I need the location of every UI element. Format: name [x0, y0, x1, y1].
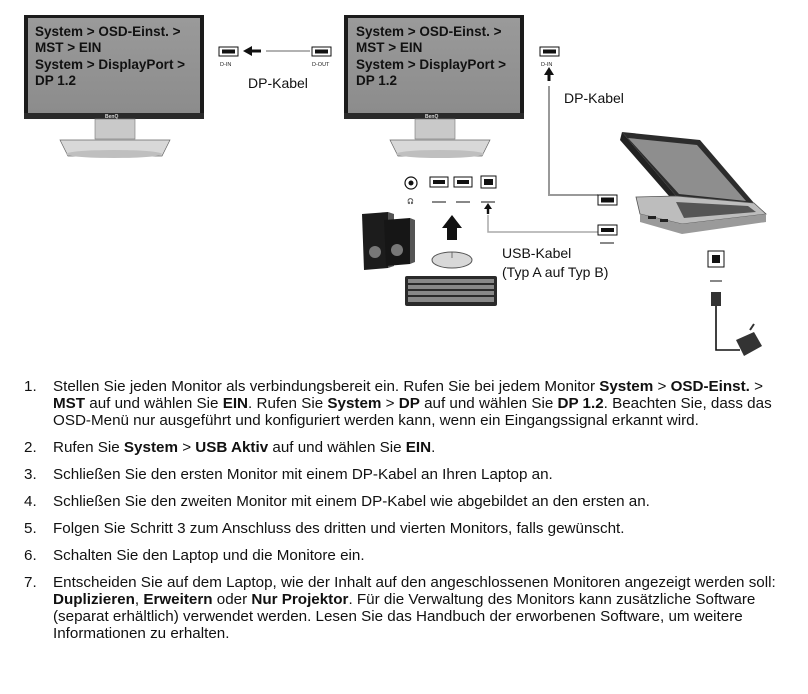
step-text-part: >	[653, 378, 671, 395]
step-number: 6.	[24, 547, 37, 564]
step-text-bold: OSD-Einst.	[670, 378, 750, 395]
monitor-1-dp-in-label: D-IN	[220, 62, 231, 68]
instruction-list: 1. Stellen Sie jeden Monitor als verbindu…	[24, 378, 784, 652]
step-text-part: auf und wählen Sie	[419, 395, 558, 412]
monitor-1-logo: BenQ	[105, 114, 118, 120]
monitor-2-dp-in-port: D-IN	[539, 46, 560, 68]
up-arrow-icon	[484, 203, 492, 214]
step-text-bold: USB Aktiv	[195, 439, 269, 456]
monitor-1-dp-out-label: D-OUT	[312, 62, 330, 68]
dp-cable-label-1: DP-Kabel	[248, 75, 308, 91]
step-number: 2.	[24, 439, 37, 456]
step-text-part: Entscheiden Sie auf dem Laptop, wie der …	[53, 574, 776, 591]
monitor-2-logo: BenQ	[425, 114, 438, 120]
step-text-bold: System	[327, 395, 382, 412]
step-text-bold: Erweitern	[143, 591, 213, 608]
monitor-2-osd-line-2: MST > EIN	[356, 40, 422, 55]
monitor-1-dp-in-port: D-IN	[218, 46, 239, 68]
usb-upstream-port	[480, 175, 497, 189]
step-text-bold: System	[123, 439, 178, 456]
step-text-bold: MST	[53, 395, 86, 412]
up-arrow-icon	[442, 215, 462, 240]
laptop-usb-port	[597, 224, 618, 236]
step-item: 2. Rufen Sie System > USB Aktiv auf und w…	[24, 439, 784, 456]
speakers	[362, 212, 415, 270]
step-text-part: Rufen Sie	[53, 439, 124, 456]
step-text-part: Stellen Sie jeden Monitor als verbindung…	[53, 378, 600, 395]
connection-diagram: BenQ System > OSD-Einst. > MST > EIN Sys…	[24, 15, 767, 356]
step-text-part: .	[431, 439, 436, 456]
step-text-bold: DP	[398, 395, 420, 412]
usb-cable	[487, 215, 598, 233]
monitor-1-osd-line-4: DP 1.2	[35, 73, 76, 88]
step-item: 6. Schalten Sie den Laptop und die Monito…	[24, 547, 784, 564]
step-text-part: . Für die Verwaltung des Monitors kann z…	[53, 591, 756, 642]
laptop	[620, 132, 767, 234]
usb-downstream-port-1	[429, 176, 449, 188]
monitor-1-osd-line-2: MST > EIN	[35, 40, 101, 55]
step-text: Entscheiden Sie auf dem Laptop, wie der …	[53, 574, 784, 642]
monitor-1-osd-line-3: System > DisplayPort >	[35, 57, 185, 72]
audio-port-icon: 🎧	[404, 176, 418, 205]
step-text: Rufen Sie System > USB Aktiv auf und wäh…	[53, 439, 784, 456]
step-text-part: . Beachten Sie, dass das OSD-Menü nur au…	[53, 395, 772, 429]
step-item: 4. Schließen Sie den zweiten Monitor mit …	[24, 493, 784, 510]
step-text-part: auf und wählen Sie	[268, 439, 406, 456]
step-text-bold: EIN	[222, 395, 249, 412]
step-text-part: oder	[212, 591, 252, 608]
step-text-part: . Rufen Sie	[248, 395, 328, 412]
dp-cable-laptop	[548, 86, 598, 196]
monitor-1-osd-line-1: System > OSD-Einst. >	[35, 24, 181, 39]
step-item: 7. Entscheiden Sie auf dem Laptop, wie de…	[24, 574, 784, 642]
step-text-part: auf und wählen Sie	[85, 395, 223, 412]
step-number: 4.	[24, 493, 37, 510]
power-cable	[711, 292, 740, 351]
step-text-bold: System	[599, 378, 654, 395]
mouse	[431, 251, 473, 269]
keyboard	[405, 276, 497, 306]
usb-cable-label: USB-Kabel	[502, 245, 571, 261]
usb-cable-sublabel: (Typ A auf Typ B)	[502, 264, 608, 280]
step-text-part: Schließen Sie den zweiten Monitor mit ei…	[53, 493, 650, 510]
power-plug-icon	[736, 323, 762, 356]
step-number: 1.	[24, 378, 37, 395]
step-text-part: >	[749, 378, 763, 395]
step-text-part: Schalten Sie den Laptop und die Monitore…	[53, 547, 365, 564]
step-number: 3.	[24, 466, 37, 483]
step-number: 7.	[24, 574, 37, 591]
step-text-bold: EIN	[405, 439, 432, 456]
step-text-bold: DP 1.2	[557, 395, 604, 412]
step-text-part: Folgen Sie Schritt 3 zum Anschluss des d…	[53, 520, 625, 537]
usb-downstream-port-2	[453, 176, 473, 188]
monitor-1-dp-out-port: D-OUT	[311, 46, 332, 68]
monitor-1: BenQ System > OSD-Einst. > MST > EIN Sys…	[24, 15, 204, 158]
step-text-part: Schließen Sie den ersten Monitor mit ein…	[53, 466, 553, 483]
step-text: Schalten Sie den Laptop und die Monitore…	[53, 547, 784, 564]
step-text-part: ,	[134, 591, 144, 608]
dp-cable-label-2: DP-Kabel	[564, 90, 624, 106]
step-item: 5. Folgen Sie Schritt 3 zum Anschluss des…	[24, 520, 784, 537]
step-text: Folgen Sie Schritt 3 zum Anschluss des d…	[53, 520, 784, 537]
step-number: 5.	[24, 520, 37, 537]
step-item: 1. Stellen Sie jeden Monitor als verbindu…	[24, 378, 784, 429]
step-text-part: >	[177, 439, 196, 456]
svg-text:🎧: 🎧	[407, 198, 414, 205]
power-port-icon	[707, 250, 725, 282]
monitor-2-osd-line-3: System > DisplayPort >	[356, 57, 506, 72]
monitor-2-osd-line-4: DP 1.2	[356, 73, 397, 88]
laptop-dp-port	[597, 194, 618, 206]
step-text: Stellen Sie jeden Monitor als verbindung…	[53, 378, 784, 429]
step-text-part: >	[381, 395, 399, 412]
step-text: Schließen Sie den ersten Monitor mit ein…	[53, 466, 784, 483]
dp-cable-monitor-link	[243, 46, 310, 56]
step-text: Schließen Sie den zweiten Monitor mit ei…	[53, 493, 784, 510]
monitor-2-osd-line-1: System > OSD-Einst. >	[356, 24, 502, 39]
step-text-bold: Duplizieren	[53, 591, 135, 608]
monitor-2-dp-in-label: D-IN	[541, 62, 552, 68]
monitor-2: BenQ System > OSD-Einst. > MST > EIN Sys…	[344, 15, 524, 158]
step-text-bold: Nur Projektor	[251, 591, 349, 608]
up-arrow-icon	[544, 67, 554, 81]
step-item: 3. Schließen Sie den ersten Monitor mit e…	[24, 466, 784, 483]
